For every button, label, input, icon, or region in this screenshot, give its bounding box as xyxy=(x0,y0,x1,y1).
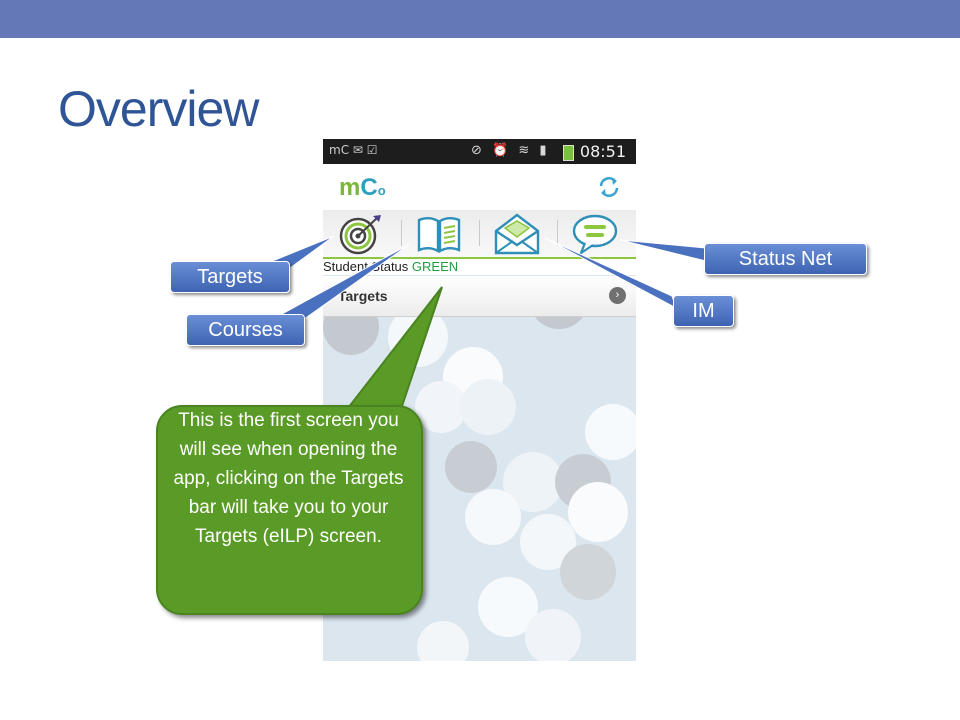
nav-separator xyxy=(557,220,558,246)
nav-separator xyxy=(479,220,480,246)
info-callout-text: This is the first screen you will see wh… xyxy=(173,410,404,547)
targets-callout: Targets xyxy=(170,261,290,293)
nav-icon-strip xyxy=(323,210,636,260)
bokeh-background xyxy=(323,317,636,661)
nav-separator xyxy=(401,220,402,246)
target-icon[interactable] xyxy=(335,213,383,255)
app-header: mCo xyxy=(323,164,636,210)
courses-callout: Courses xyxy=(186,314,305,346)
refresh-icon[interactable] xyxy=(596,174,622,200)
info-callout xyxy=(156,405,423,615)
status-net-callout: Status Net xyxy=(704,243,867,275)
system-icons: ⊘ ⏰ ≋ ▮ xyxy=(471,143,550,158)
targets-bar[interactable]: Targets › xyxy=(323,276,636,317)
mco-logo: mCo xyxy=(339,174,386,201)
student-status-line: Student Status GREEN xyxy=(323,259,636,275)
app-notification-label: mC xyxy=(329,143,350,157)
speech-bubble-icon[interactable] xyxy=(571,213,619,255)
notification-icons: mC ✉ ☑ xyxy=(329,143,378,157)
clock: 08:51 xyxy=(579,142,626,161)
book-icon[interactable] xyxy=(415,213,463,255)
im-callout: IM xyxy=(673,295,734,327)
targets-bar-label: Targets xyxy=(338,288,388,304)
slide-header-bar xyxy=(0,0,960,38)
student-status-value: GREEN xyxy=(411,259,459,274)
chevron-right-icon: › xyxy=(609,287,626,304)
android-status-bar: mC ✉ ☑ ⊘ ⏰ ≋ ▮ 08:51 xyxy=(323,139,636,164)
envelope-icon[interactable] xyxy=(493,213,541,255)
student-status-label: Student Status xyxy=(323,259,409,274)
slide-title: Overview xyxy=(58,81,259,137)
battery-icon xyxy=(563,145,574,161)
